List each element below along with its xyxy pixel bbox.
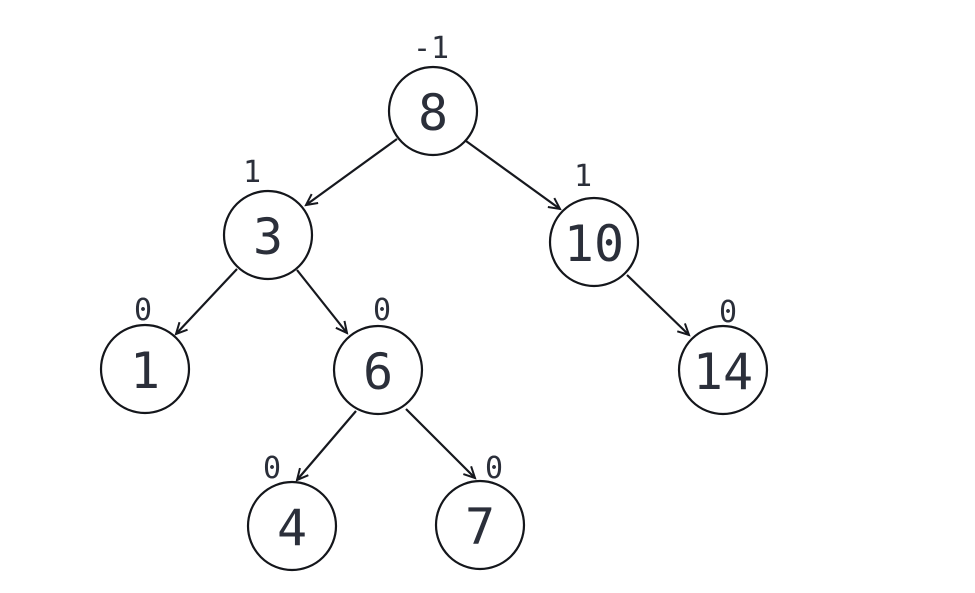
tree-node-10: 10 1	[548, 159, 640, 288]
balance-factor-label: 0	[485, 451, 503, 486]
edge-3-6	[296, 269, 347, 333]
node-value: 3	[253, 208, 283, 266]
node-value: 8	[418, 84, 448, 142]
balance-factor-label: 1	[243, 155, 261, 190]
balance-factor-label: 1	[574, 159, 592, 194]
edge-8-10	[465, 140, 560, 209]
node-circle	[677, 324, 769, 416]
node-value: 10	[564, 215, 624, 273]
edge-6-4	[297, 410, 357, 480]
tree-node-4: 4 0	[246, 451, 338, 572]
node-circle	[548, 196, 640, 288]
balance-factor-label: 0	[134, 293, 152, 328]
node-value: 14	[693, 343, 753, 401]
node-circle	[99, 323, 191, 415]
balance-factor-label: 0	[719, 295, 737, 330]
edge-3-1	[176, 268, 238, 334]
node-value: 6	[363, 343, 393, 401]
edge-8-3	[306, 138, 398, 205]
edge-6-7	[405, 408, 475, 478]
node-circle	[434, 479, 526, 571]
node-value: 1	[130, 342, 160, 400]
balance-factor-label: 0	[373, 293, 391, 328]
node-circle	[332, 324, 424, 416]
node-circle	[387, 65, 479, 157]
node-value: 7	[465, 498, 495, 556]
tree-node-8: 8 -1	[387, 31, 479, 157]
tree-node-6: 6 0	[332, 293, 424, 416]
tree-node-14: 14 0	[677, 295, 769, 416]
node-value: 4	[277, 499, 307, 557]
node-circle	[222, 189, 314, 281]
node-circle	[246, 480, 338, 572]
edge-10-14	[626, 274, 689, 335]
balance-factor-label: -1	[413, 31, 449, 66]
balance-factor-label: 0	[263, 451, 281, 486]
tree-node-1: 1 0	[99, 293, 191, 415]
tree-node-7: 7 0	[434, 451, 526, 571]
tree-node-3: 3 1	[222, 155, 314, 281]
